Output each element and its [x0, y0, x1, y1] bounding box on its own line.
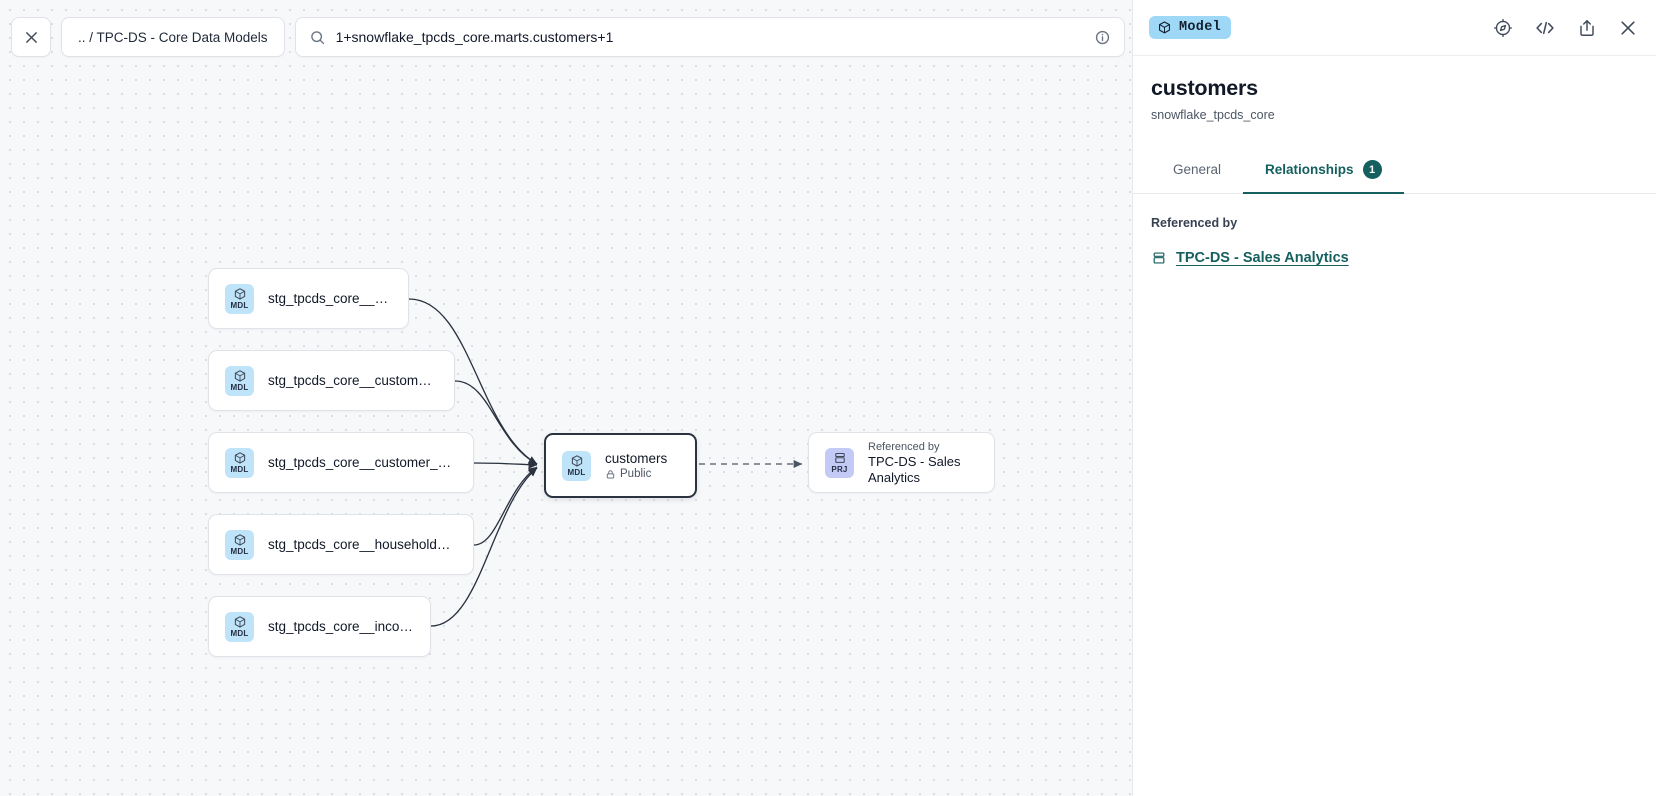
node-label: stg_tpcds_core__income_band [268, 619, 414, 634]
reference-link[interactable]: TPC-DS - Sales Analytics [1176, 250, 1349, 266]
list-item[interactable]: TPC-DS - Sales Analytics [1151, 250, 1638, 266]
page-title: customers [1151, 76, 1258, 100]
lineage-canvas[interactable]: .. / TPC-DS - Core Data Models [0, 0, 1132, 796]
code-button[interactable] [1534, 18, 1556, 38]
badge-label: MDL [230, 547, 249, 556]
cube-icon [1158, 21, 1171, 34]
lineage-node[interactable]: MDL stg_tpcds_core__income_band [208, 596, 431, 657]
code-icon [1536, 21, 1554, 34]
tab-label: General [1173, 162, 1222, 177]
node-label: stg_tpcds_core__customer [268, 291, 392, 306]
node-access: Public [605, 468, 667, 480]
node-label: stg_tpcds_core__customer_address [268, 373, 438, 388]
badge-label: PRJ [831, 465, 848, 474]
search-icon [310, 30, 324, 44]
model-type-badge: MDL [225, 447, 254, 478]
chip-label: Model [1179, 20, 1222, 35]
project-type-badge: PRJ [825, 447, 854, 478]
node-text: stg_tpcds_core__household_demogr… [268, 537, 457, 552]
explore-button[interactable] [1493, 18, 1513, 38]
relationships-content: Referenced by TPC-DS - Sales Analytics [1133, 194, 1656, 266]
node-kicker: Referenced by [868, 440, 940, 453]
node-text: stg_tpcds_core__income_band [268, 619, 414, 634]
model-type-badge: MDL [225, 529, 254, 560]
model-type-badge: MDL [225, 611, 254, 642]
section-label-referenced-by: Referenced by [1151, 216, 1238, 230]
panel-actions [1493, 18, 1638, 38]
model-type-badge: MDL [225, 283, 254, 314]
panel-subtitle: snowflake_tpcds_core [1151, 108, 1275, 122]
lineage-node-project[interactable]: PRJ Referenced by TPC-DS - Sales Analyti… [808, 432, 995, 493]
share-button[interactable] [1577, 18, 1597, 38]
node-text: Referenced by TPC-DS - Sales Analytics [868, 440, 978, 486]
breadcrumb[interactable]: .. / TPC-DS - Core Data Models [61, 17, 285, 57]
tab-label: Relationships [1265, 162, 1354, 177]
panel-header: customers snowflake_tpcds_core [1133, 56, 1656, 122]
node-text: customers Public [605, 451, 667, 480]
search-input[interactable] [335, 29, 1084, 45]
info-circle-icon[interactable] [1094, 29, 1111, 46]
lineage-nodes: MDL stg_tpcds_core__customer MDL stg_tpc… [208, 268, 995, 657]
lineage-node[interactable]: MDL stg_tpcds_core__household_demogr… [208, 514, 474, 575]
badge-label: MDL [567, 468, 586, 477]
project-icon [1153, 252, 1165, 264]
node-text: stg_tpcds_core__customer [268, 291, 392, 306]
cube-icon [234, 288, 245, 300]
node-label: TPC-DS - Sales Analytics [868, 453, 961, 485]
lineage-node-selected[interactable]: MDL customers Public [544, 433, 697, 498]
panel-toolbar: Model [1133, 0, 1656, 56]
lineage-search[interactable] [294, 17, 1125, 57]
lineage-node[interactable]: MDL stg_tpcds_core__customer [208, 268, 409, 329]
cube-icon [571, 455, 582, 467]
cube-icon [234, 616, 245, 628]
lock-icon [606, 469, 615, 479]
node-text: stg_tpcds_core__customer_address [268, 373, 438, 388]
node-label: stg_tpcds_core__customer_demogra… [268, 455, 457, 470]
node-access-label: Public [620, 468, 652, 480]
badge-label: MDL [230, 465, 249, 474]
node-label: customers [605, 451, 668, 466]
badge-label: MDL [230, 383, 249, 392]
node-text: stg_tpcds_core__customer_demogra… [268, 455, 457, 470]
close-canvas-button[interactable] [11, 17, 51, 57]
close-panel-button[interactable] [1618, 18, 1638, 38]
close-icon [25, 31, 37, 43]
tab-relationships[interactable]: Relationships 1 [1243, 150, 1404, 194]
panel-tabs: General Relationships 1 [1133, 150, 1656, 194]
model-type-badge: MDL [562, 450, 591, 481]
cube-icon [234, 452, 245, 464]
model-type-badge: MDL [225, 365, 254, 396]
lineage-node[interactable]: MDL stg_tpcds_core__customer_address [208, 350, 455, 411]
project-icon [834, 452, 845, 463]
canvas-toolbar: .. / TPC-DS - Core Data Models [11, 17, 1132, 57]
tab-general[interactable]: General [1151, 152, 1243, 192]
cube-icon [234, 370, 245, 382]
node-label: stg_tpcds_core__household_demogr… [268, 537, 457, 552]
lineage-node[interactable]: MDL stg_tpcds_core__customer_demogra… [208, 432, 474, 493]
details-panel: Model [1132, 0, 1656, 796]
cube-icon [234, 534, 245, 546]
tab-count-badge: 1 [1362, 160, 1382, 179]
share-icon [1580, 19, 1594, 36]
explore-icon [1493, 18, 1513, 37]
resource-type-chip: Model [1149, 16, 1232, 39]
close-icon [1621, 20, 1635, 35]
badge-label: MDL [230, 629, 249, 638]
badge-label: MDL [230, 301, 249, 310]
